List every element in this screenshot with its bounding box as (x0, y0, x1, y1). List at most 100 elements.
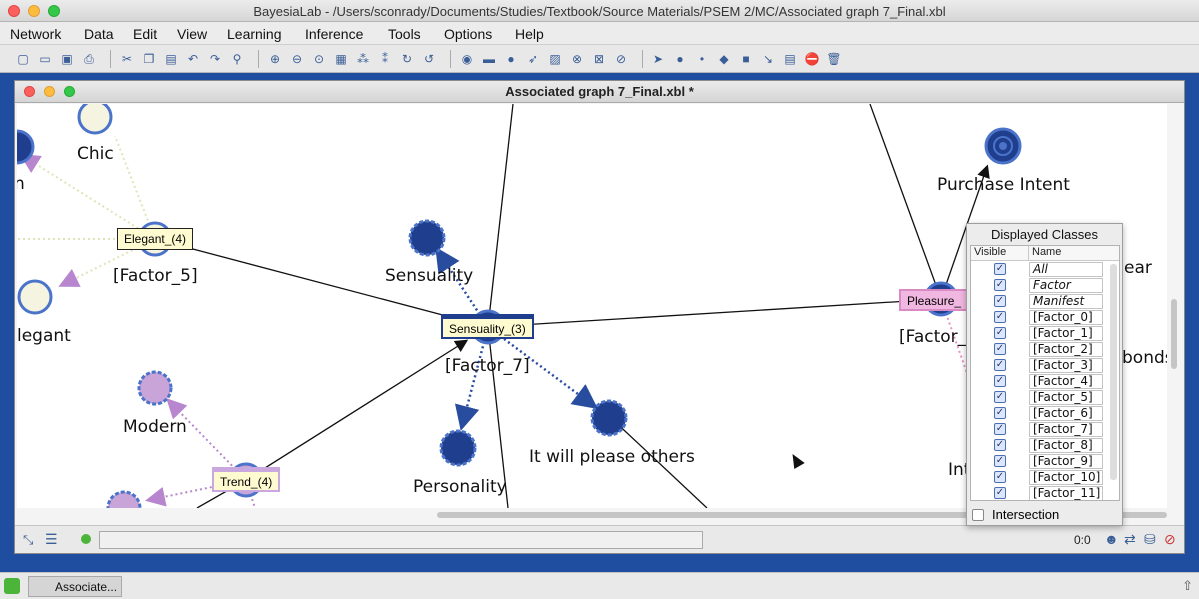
diamond-node-icon[interactable]: ◆ (719, 52, 729, 66)
arrow-node-icon[interactable]: ➶ (527, 52, 539, 66)
database-icon[interactable]: ⛁ (1144, 531, 1156, 547)
sensuality-node[interactable] (408, 219, 446, 257)
class-row[interactable]: ✓All (971, 261, 1119, 277)
dock-task-button[interactable]: Associate... (28, 576, 122, 597)
graph-mode-icon[interactable]: ⤡ (23, 532, 34, 547)
class-visible-checkbox[interactable]: ✓ (994, 391, 1006, 403)
menu-network[interactable]: Network (10, 26, 62, 42)
square-node-icon[interactable]: ■ (742, 52, 750, 66)
class-visible-checkbox[interactable]: ✓ (994, 407, 1006, 419)
class-visible-checkbox[interactable]: ✓ (994, 327, 1006, 339)
paste-icon[interactable]: ▤ (165, 52, 177, 66)
copy-icon[interactable]: ❐ (143, 52, 155, 66)
class-row[interactable]: ✓[Factor_4] (971, 373, 1119, 389)
filter-icon[interactable]: ⊠ (593, 52, 605, 66)
trash-icon[interactable]: 🗑 (826, 52, 842, 66)
color-node-icon[interactable]: ● (507, 52, 515, 66)
box-trend[interactable]: Trend_(4) (212, 470, 281, 492)
class-row[interactable]: ✓[Factor_0] (971, 309, 1119, 325)
image-icon[interactable]: ▨ (549, 52, 561, 66)
horizontal-scrollbar[interactable] (17, 509, 1167, 521)
classes-scrollbar[interactable] (1110, 264, 1117, 480)
chic-node[interactable] (77, 104, 113, 135)
open-folder-icon[interactable]: ▭ (39, 52, 51, 66)
please-others-node[interactable] (590, 399, 628, 437)
menu-learning[interactable]: Learning (227, 26, 282, 42)
class-row[interactable]: ✓Factor (971, 277, 1119, 293)
window-maximize-button[interactable] (48, 5, 60, 17)
class-visible-checkbox[interactable]: ✓ (994, 471, 1006, 483)
fit-window-icon[interactable]: ▦ (335, 52, 347, 66)
note-icon[interactable]: ▤ (784, 52, 796, 66)
class-visible-checkbox[interactable]: ✓ (994, 375, 1006, 387)
pointer-icon[interactable]: ➤ (652, 52, 664, 66)
menu-data[interactable]: Data (84, 26, 114, 42)
text-mode-icon[interactable]: ☰ (45, 531, 58, 547)
hide-icon[interactable]: ⊗ (571, 52, 583, 66)
partial-left-node[interactable] (17, 129, 35, 165)
class-row[interactable]: ✓[Factor_9] (971, 453, 1119, 469)
layout2-icon[interactable]: ⁑ (382, 52, 388, 66)
zoom-in-icon[interactable]: ⊕ (269, 52, 281, 66)
zoom-default-icon[interactable]: ⊙ (313, 52, 325, 66)
layout-icon[interactable]: ⁂ (357, 52, 369, 66)
class-row[interactable]: ✓[Factor_5] (971, 389, 1119, 405)
new-file-icon[interactable]: ▢ (17, 52, 29, 66)
class-row[interactable]: ✓[Factor_10] (971, 469, 1119, 485)
class-visible-checkbox[interactable]: ✓ (994, 423, 1006, 435)
menu-edit[interactable]: Edit (133, 26, 158, 42)
menu-help[interactable]: Help (515, 26, 544, 42)
intersection-checkbox[interactable] (972, 508, 984, 521)
undo-icon[interactable]: ↶ (187, 52, 199, 66)
intersection-option[interactable]: Intersection (972, 507, 1059, 522)
class-row[interactable]: ✓[Factor_2] (971, 341, 1119, 357)
elegant-node[interactable] (17, 279, 53, 315)
menu-inference[interactable]: Inference (305, 26, 364, 42)
doc-maximize-button[interactable] (64, 86, 75, 97)
menu-options[interactable]: Options (444, 26, 493, 42)
rotate-left-icon[interactable]: ↺ (423, 52, 435, 66)
class-visible-checkbox[interactable]: ✓ (994, 455, 1006, 467)
arc-icon[interactable]: ↘ (762, 52, 774, 66)
class-visible-checkbox[interactable]: ✓ (994, 279, 1006, 291)
rotate-right-icon[interactable]: ↻ (401, 52, 413, 66)
doc-close-button[interactable] (24, 86, 35, 97)
class-visible-checkbox[interactable]: ✓ (994, 343, 1006, 355)
save-icon[interactable]: ▣ (61, 52, 73, 66)
stop-icon[interactable]: ⛔ (804, 52, 820, 66)
box-elegant[interactable]: Elegant_(4) (117, 228, 194, 250)
monitor-icon[interactable]: ◉ (461, 52, 473, 66)
window-close-button[interactable] (8, 5, 20, 17)
arc-tool-icon[interactable]: ⇄ (1124, 531, 1136, 547)
doc-minimize-button[interactable] (44, 86, 55, 97)
class-row[interactable]: ✓[Factor_11] (971, 485, 1119, 500)
class-row[interactable]: ✓[Factor_6] (971, 405, 1119, 421)
no-arc-icon[interactable]: ⊘ (615, 52, 627, 66)
class-row[interactable]: ✓[Factor_1] (971, 325, 1119, 341)
class-visible-checkbox[interactable]: ✓ (994, 263, 1006, 275)
window-minimize-button[interactable] (28, 5, 40, 17)
box-pleasure[interactable]: Pleasure_ (899, 289, 970, 311)
vertical-scrollbar[interactable] (1167, 104, 1181, 508)
app-icon[interactable] (4, 578, 20, 594)
class-row[interactable]: ✓[Factor_7] (971, 421, 1119, 437)
redo-icon[interactable]: ↷ (209, 52, 221, 66)
class-row[interactable]: ✓[Factor_8] (971, 437, 1119, 453)
class-visible-checkbox[interactable]: ✓ (994, 439, 1006, 451)
class-visible-checkbox[interactable]: ✓ (994, 359, 1006, 371)
box-sensuality[interactable]: Sensuality_(3) (441, 317, 534, 339)
personality-node[interactable] (439, 429, 477, 467)
mask-icon[interactable]: ☻ (1104, 531, 1119, 547)
no-arcs-icon[interactable]: ⊘ (1164, 531, 1176, 547)
class-visible-checkbox[interactable]: ✓ (994, 311, 1006, 323)
class-row[interactable]: ✓[Factor_3] (971, 357, 1119, 373)
modern-node[interactable] (137, 370, 173, 406)
dock-arrow-icon[interactable]: ⇧ (1182, 578, 1193, 593)
find-icon[interactable]: ⚲ (232, 52, 242, 66)
menu-tools[interactable]: Tools (388, 26, 421, 42)
display-icon[interactable]: ▬ (483, 52, 495, 66)
node-icon[interactable]: ● (676, 52, 684, 66)
partial-bottom-node[interactable] (106, 490, 142, 508)
zoom-out-icon[interactable]: ⊖ (291, 52, 303, 66)
menu-view[interactable]: View (177, 26, 208, 42)
